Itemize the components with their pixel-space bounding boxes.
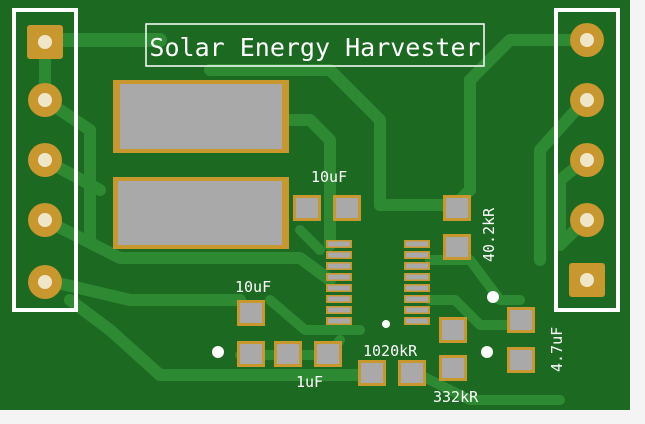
- smd-pad: [240, 303, 262, 323]
- ic-pin: [328, 285, 350, 291]
- smd-pad: [401, 363, 423, 383]
- pin-hole: [580, 273, 594, 287]
- pin-hole: [580, 213, 594, 227]
- ic-pin: [406, 285, 428, 291]
- ic-pin: [328, 296, 350, 302]
- label-cap-left: 10uF: [235, 278, 271, 296]
- trace: [39, 274, 246, 306]
- pin-hole: [38, 35, 52, 49]
- label-cap-top: 10uF: [311, 168, 347, 186]
- smd-pad: [446, 237, 468, 257]
- trace: [295, 225, 325, 255]
- smd-pad: [442, 320, 464, 340]
- via: [487, 291, 499, 303]
- right-bezel: [630, 0, 645, 424]
- small-smd-pads: [237, 195, 535, 386]
- ic-pin: [406, 296, 428, 302]
- smd-pad: [510, 350, 532, 370]
- label-res-332k: 332kR: [433, 388, 479, 406]
- vias: [212, 291, 499, 358]
- board-title: Solar Energy Harvester: [149, 33, 480, 62]
- left-header-pins: [27, 25, 63, 299]
- trace: [204, 64, 386, 211]
- trace: [534, 94, 591, 266]
- left-header-outline: [12, 8, 78, 312]
- label-res-1020k: 1020kR: [363, 342, 418, 360]
- bottom-bezel: [0, 410, 645, 424]
- silkscreen-labels: 10uF 10uF 1020kR 1uF 332kR 40.2kR 4.7uF: [235, 168, 566, 406]
- ic-pins-right: [404, 240, 430, 325]
- smd-pad: [240, 344, 262, 364]
- ic-pin: [328, 252, 350, 258]
- large-pad: [118, 181, 282, 245]
- trace: [265, 295, 365, 335]
- ic-pin: [406, 274, 428, 280]
- trace: [284, 114, 336, 251]
- via: [212, 346, 224, 358]
- ic-pin: [406, 241, 428, 247]
- pin-hole: [38, 213, 52, 227]
- smd-pad: [296, 198, 318, 218]
- ic-pin: [406, 307, 428, 313]
- label-res-40k: 40.2kR: [480, 207, 498, 262]
- pin-hole: [580, 33, 594, 47]
- ic-pin: [406, 252, 428, 258]
- large-pad: [120, 84, 282, 149]
- trace: [425, 295, 525, 330]
- ic-pin: [328, 307, 350, 313]
- smd-pad: [361, 363, 383, 383]
- smd-pad: [336, 198, 358, 218]
- pin-hole: [580, 153, 594, 167]
- ic-pin: [328, 274, 350, 280]
- ic-pin: [328, 263, 350, 269]
- large-smd-component-top: [113, 80, 289, 153]
- large-smd-component-bottom: [113, 177, 289, 249]
- smd-pad: [317, 344, 339, 364]
- label-cap-1u: 1uF: [296, 373, 323, 391]
- pin-hole: [38, 275, 52, 289]
- ic-pins-left: [326, 240, 352, 325]
- trace: [64, 294, 366, 381]
- trace: [415, 370, 565, 405]
- right-header-outline: [554, 8, 620, 312]
- smd-pad: [442, 358, 464, 378]
- title-box: [145, 23, 485, 67]
- trace: [39, 94, 96, 246]
- ic-pin: [406, 263, 428, 269]
- pin-hole: [580, 93, 594, 107]
- ic-pin: [328, 241, 350, 247]
- via: [382, 320, 390, 328]
- right-header-pins: [569, 23, 605, 297]
- trace: [39, 214, 336, 286]
- pin-hole: [38, 153, 52, 167]
- label-cap-47u: 4.7uF: [548, 327, 566, 372]
- smd-pad: [277, 344, 299, 364]
- smd-pad: [446, 198, 468, 218]
- via: [481, 346, 493, 358]
- ic-pin: [406, 318, 428, 324]
- smd-pad: [510, 310, 532, 330]
- pin-hole: [38, 93, 52, 107]
- ic-pin: [328, 318, 350, 324]
